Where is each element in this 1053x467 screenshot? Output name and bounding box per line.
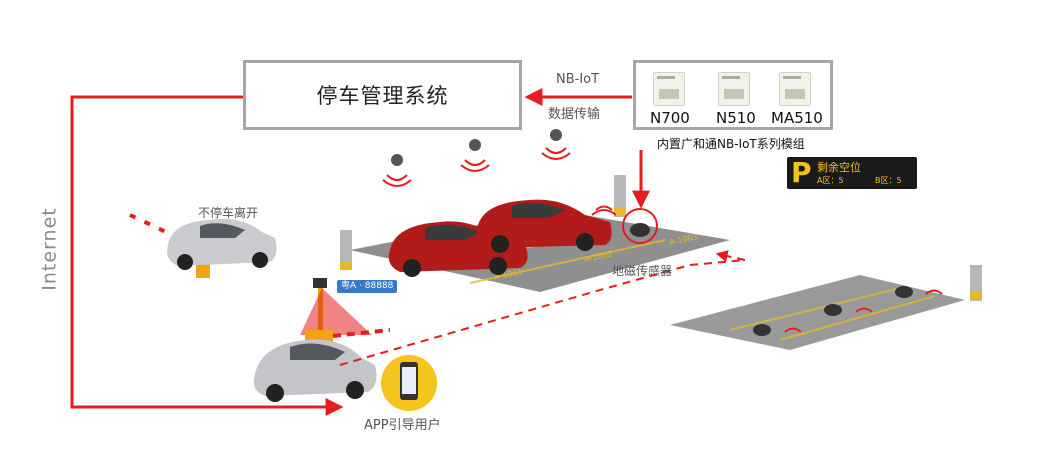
zone-a-count: A区：5 bbox=[817, 176, 844, 185]
internet-link-arrow bbox=[70, 95, 344, 416]
license-plate: 粤A · 88888 bbox=[337, 280, 398, 293]
parking-symbol: P bbox=[791, 156, 812, 189]
sensor-label: 地磁传感器 bbox=[612, 264, 673, 278]
entry-car bbox=[253, 339, 377, 402]
module-name: N700 bbox=[650, 109, 690, 127]
protocol-label: NB-IoT bbox=[556, 72, 600, 87]
zone-b-count: B区：5 bbox=[875, 176, 902, 185]
exit-car bbox=[167, 218, 277, 270]
entry-barrier bbox=[305, 328, 391, 342]
module-caption: 内置广和通NB-IoT系列模组 bbox=[657, 137, 805, 151]
phone-screen bbox=[402, 367, 416, 394]
entry-camera bbox=[300, 278, 372, 335]
parked-car-2 bbox=[477, 199, 612, 253]
module-name: N510 bbox=[716, 109, 756, 127]
ceiling-sensor-1 bbox=[382, 154, 412, 187]
parking-availability-display: P 剩余空位 A区：5 B区：5 bbox=[787, 157, 917, 189]
highlighted-sensor bbox=[591, 205, 658, 244]
exit-label: 不停车离开 bbox=[198, 206, 259, 220]
internet-label: Internet bbox=[38, 207, 61, 291]
transfer-label: 数据传输 bbox=[548, 107, 601, 122]
app-label: APP引导用户 bbox=[364, 418, 441, 433]
ground-sensors bbox=[753, 286, 943, 336]
ceiling-sensor-2 bbox=[460, 139, 490, 172]
display-title: 剩余空位 bbox=[817, 161, 861, 174]
ceiling-sensor-3 bbox=[541, 129, 571, 160]
parking-management-system-box: 停车管理系统 bbox=[243, 60, 522, 130]
module-name: MA510 bbox=[771, 109, 823, 127]
guidance-route bbox=[339, 250, 746, 366]
system-box-label: 停车管理系统 bbox=[316, 84, 449, 108]
nb-iot-module-icon bbox=[779, 72, 811, 106]
lot-posts bbox=[340, 175, 982, 301]
nb-iot-module-icon bbox=[653, 72, 685, 106]
module-box: N700 N510 MA510 bbox=[633, 60, 833, 130]
lower-parking-lot bbox=[670, 275, 965, 350]
nb-iot-module-icon bbox=[718, 72, 750, 106]
